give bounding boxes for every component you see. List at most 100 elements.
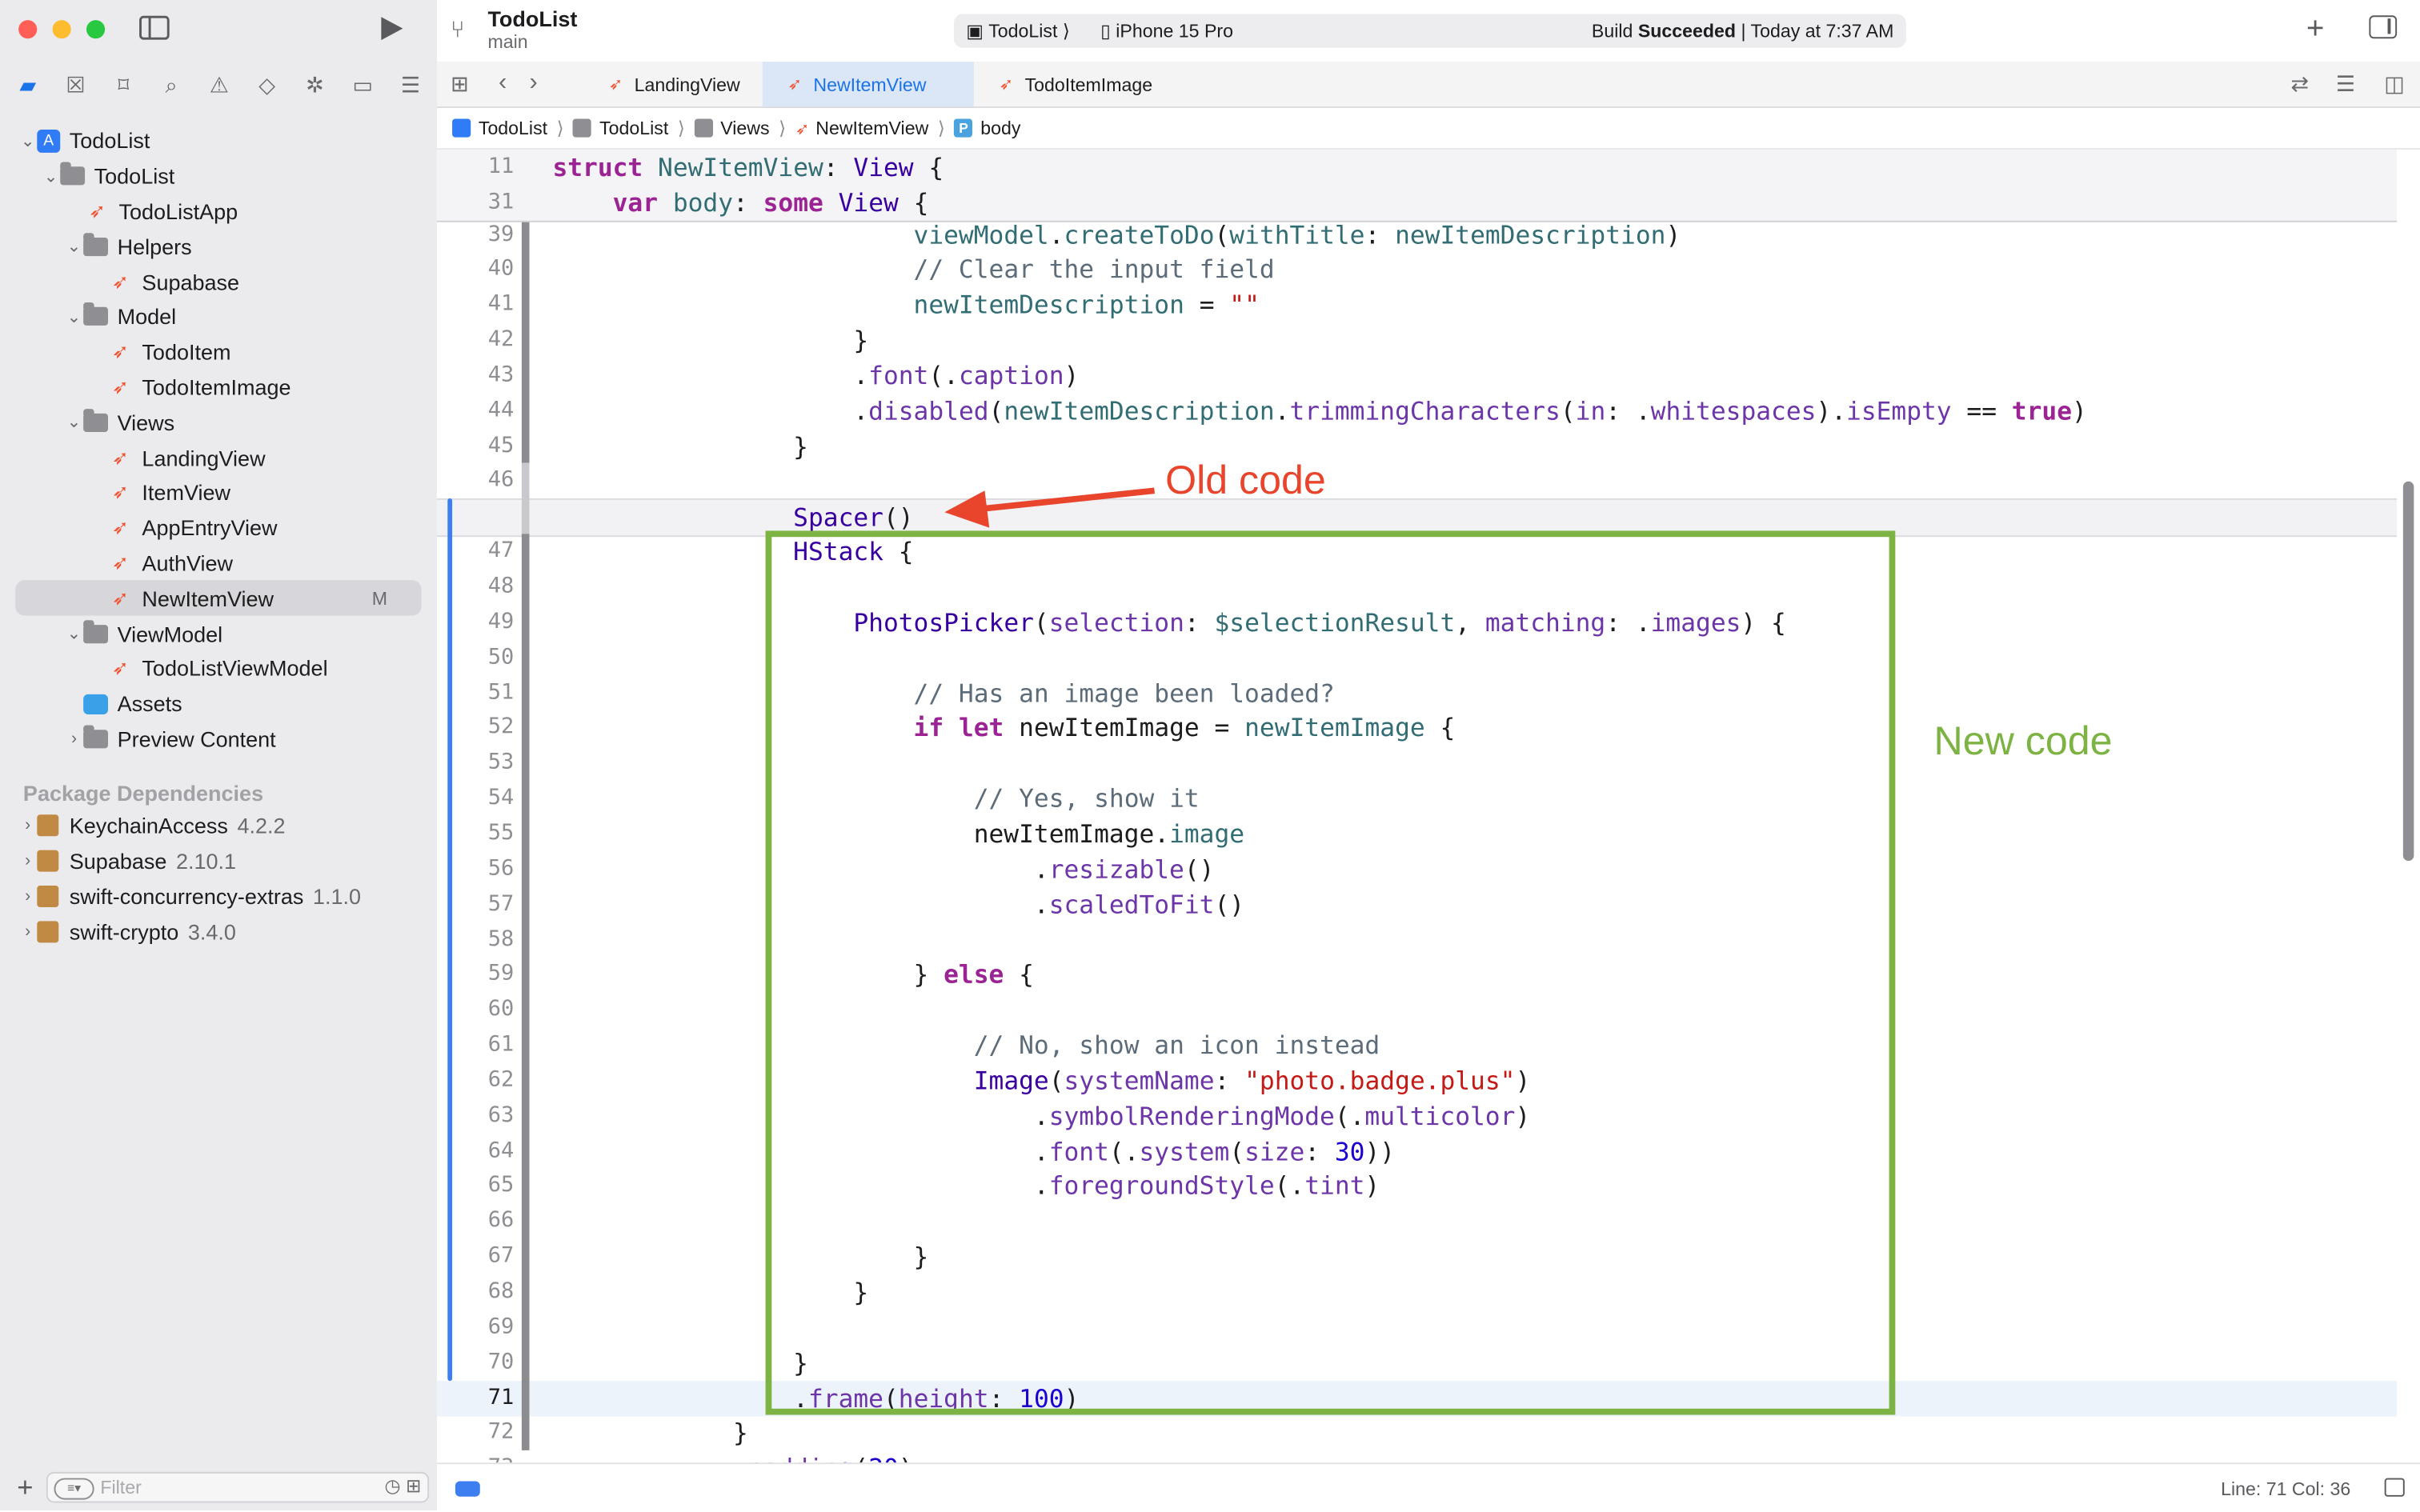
- navigator-item-assets[interactable]: Assets: [0, 686, 437, 722]
- test-icon[interactable]: ◇: [258, 71, 276, 97]
- code-fold-ribbon[interactable]: [521, 463, 530, 534]
- breadcrumb-item-0[interactable]: TodoList⟩: [452, 118, 564, 139]
- code-line[interactable]: 54 // Yes, show it: [437, 781, 2397, 816]
- filter-field[interactable]: ≡▾ Filter ◷ ⊞: [46, 1471, 430, 1503]
- code-line[interactable]: 73 .padding(20): [437, 1450, 2397, 1462]
- navigator-item-viewmodel[interactable]: ⌄ViewModel: [0, 616, 437, 651]
- related-items-icon[interactable]: ⊞: [451, 70, 469, 96]
- code-line[interactable]: 49 PhotosPicker(selection: $selectionRes…: [437, 605, 2397, 640]
- disclosure-chevron-icon[interactable]: ›: [25, 816, 31, 836]
- code-line[interactable]: 59 } else {: [437, 957, 2397, 992]
- disclosure-chevron-icon[interactable]: ›: [25, 851, 31, 871]
- code-line[interactable]: 47 HStack {: [437, 534, 2397, 570]
- code-line[interactable]: 63 .symbolRenderingMode(.multicolor): [437, 1098, 2397, 1134]
- code-line[interactable]: 66: [437, 1204, 2397, 1239]
- close-window-button[interactable]: [18, 20, 38, 39]
- code-line[interactable]: 50: [437, 640, 2397, 675]
- code-line[interactable]: 67 }: [437, 1239, 2397, 1274]
- back-chevron-icon[interactable]: ‹: [498, 69, 507, 96]
- search-icon[interactable]: ⌕: [165, 71, 178, 97]
- navigator-item-todolist[interactable]: ⌄TodoList: [0, 158, 437, 194]
- code-line[interactable]: 48: [437, 570, 2397, 605]
- code-line[interactable]: 40 // Clear the input field: [437, 252, 2397, 287]
- breadcrumb-item-1[interactable]: TodoList⟩: [573, 118, 685, 139]
- navigator-item-helpers[interactable]: ⌄Helpers: [0, 229, 437, 264]
- navigator-item-todoitemimage[interactable]: ➶TodoItemImage: [0, 370, 437, 405]
- debug-icon[interactable]: ✲: [306, 71, 324, 97]
- minimize-window-button[interactable]: [52, 20, 71, 39]
- bookmark-icon[interactable]: ⌑: [118, 71, 130, 97]
- code-line[interactable]: 55 newItemImage.image: [437, 816, 2397, 851]
- editor-options-icon[interactable]: ☰: [2335, 70, 2356, 96]
- add-file-icon[interactable]: +: [17, 1471, 34, 1503]
- tab-newitemview[interactable]: ➶NewItemView: [762, 62, 974, 107]
- code-line[interactable]: 72 }: [437, 1415, 2397, 1450]
- disclosure-chevron-icon[interactable]: ›: [25, 922, 31, 942]
- code-line[interactable]: 62 Image(systemName: "photo.badge.plus"): [437, 1063, 2397, 1098]
- navigator-item-model[interactable]: ⌄Model: [0, 299, 437, 334]
- code-line[interactable]: 39 viewModel.createToDo(withTitle: newIt…: [437, 217, 2397, 252]
- folder-icon[interactable]: ▰: [19, 71, 37, 97]
- debug-area-indicator[interactable]: [455, 1481, 480, 1497]
- source-control-icon[interactable]: ☒: [66, 71, 86, 97]
- disclosure-chevron-icon[interactable]: ›: [71, 730, 78, 749]
- navigator-item-preview-content[interactable]: ›Preview Content: [0, 722, 437, 757]
- inspector-toggle-icon[interactable]: [2369, 15, 2398, 39]
- code-line[interactable]: 56 .resizable(): [437, 851, 2397, 886]
- debug-area-toggle-icon[interactable]: [2384, 1478, 2405, 1497]
- code-fold-ribbon[interactable]: [521, 534, 530, 1451]
- code-line[interactable]: 68 }: [437, 1274, 2397, 1310]
- code-line[interactable]: 46: [437, 463, 2397, 498]
- code-line[interactable]: 45 }: [437, 428, 2397, 463]
- editor-scrollbar[interactable]: [2402, 481, 2414, 862]
- sidebar-toggle-icon[interactable]: [139, 15, 170, 48]
- sticky-header-line[interactable]: 31 var body: some View {: [436, 185, 2398, 221]
- disclosure-chevron-icon[interactable]: ⌄: [66, 625, 82, 644]
- disclosure-chevron-icon[interactable]: ⌄: [66, 308, 82, 327]
- code-line[interactable]: 60: [437, 992, 2397, 1027]
- report-icon[interactable]: ☰: [400, 71, 421, 97]
- code-line[interactable]: 53: [437, 746, 2397, 781]
- disclosure-chevron-icon[interactable]: ⌄: [66, 414, 82, 433]
- code-line[interactable]: 58: [437, 922, 2397, 957]
- disclosure-chevron-icon[interactable]: ⌄: [66, 238, 82, 257]
- navigator-item-authview[interactable]: ➶AuthView: [0, 546, 437, 581]
- navigator-item-itemview[interactable]: ➶ItemView: [0, 475, 437, 510]
- navigator-item-appentryview[interactable]: ➶AppEntryView: [0, 510, 437, 546]
- disclosure-chevron-icon[interactable]: ⌄: [20, 132, 35, 151]
- split-editor-icon[interactable]: ◫: [2384, 70, 2405, 96]
- navigator-item-todoitem[interactable]: ➶TodoItem: [0, 334, 437, 370]
- code-line[interactable]: 52 if let newItemImage = newItemImage {: [437, 710, 2397, 746]
- source-change-bar[interactable]: [447, 498, 453, 1381]
- code-fold-ribbon[interactable]: [521, 222, 530, 464]
- disclosure-chevron-icon[interactable]: ›: [25, 886, 31, 906]
- code-line[interactable]: 70 }: [437, 1345, 2397, 1380]
- code-line[interactable]: 43 .font(.caption): [437, 358, 2397, 393]
- zoom-window-button[interactable]: [86, 20, 106, 39]
- breadcrumb-item-2[interactable]: Views⟩: [694, 118, 786, 139]
- warning-icon[interactable]: ⚠: [209, 71, 229, 97]
- code-line[interactable]: 61 // No, show an icon instead: [437, 1028, 2397, 1063]
- code-line[interactable]: 69: [437, 1310, 2397, 1345]
- tab-todoitemimage[interactable]: ➶TodoItemImage: [974, 62, 1213, 106]
- breadcrumb-item-3[interactable]: ➶NewItemView⟩: [795, 118, 945, 139]
- tab-landingview[interactable]: ➶LandingView: [583, 62, 763, 106]
- recent-files-icon[interactable]: ◷ ⊞: [384, 1474, 422, 1497]
- swap-editor-icon[interactable]: ⇄: [2290, 70, 2310, 96]
- forward-chevron-icon[interactable]: ›: [529, 69, 538, 96]
- breakpoint-icon[interactable]: ▭: [352, 71, 373, 97]
- navigator-item-todolistapp[interactable]: ➶TodoListApp: [0, 194, 437, 229]
- code-line[interactable]: 51 // Has an image been loaded?: [437, 675, 2397, 710]
- run-button[interactable]: [379, 15, 404, 49]
- code-line[interactable]: 64 .font(.system(size: 30)): [437, 1134, 2397, 1169]
- scheme-selector[interactable]: ▣ TodoList ⟩: [966, 20, 1070, 42]
- branch-name[interactable]: main: [487, 30, 528, 53]
- navigator-item-views[interactable]: ⌄Views: [0, 405, 437, 440]
